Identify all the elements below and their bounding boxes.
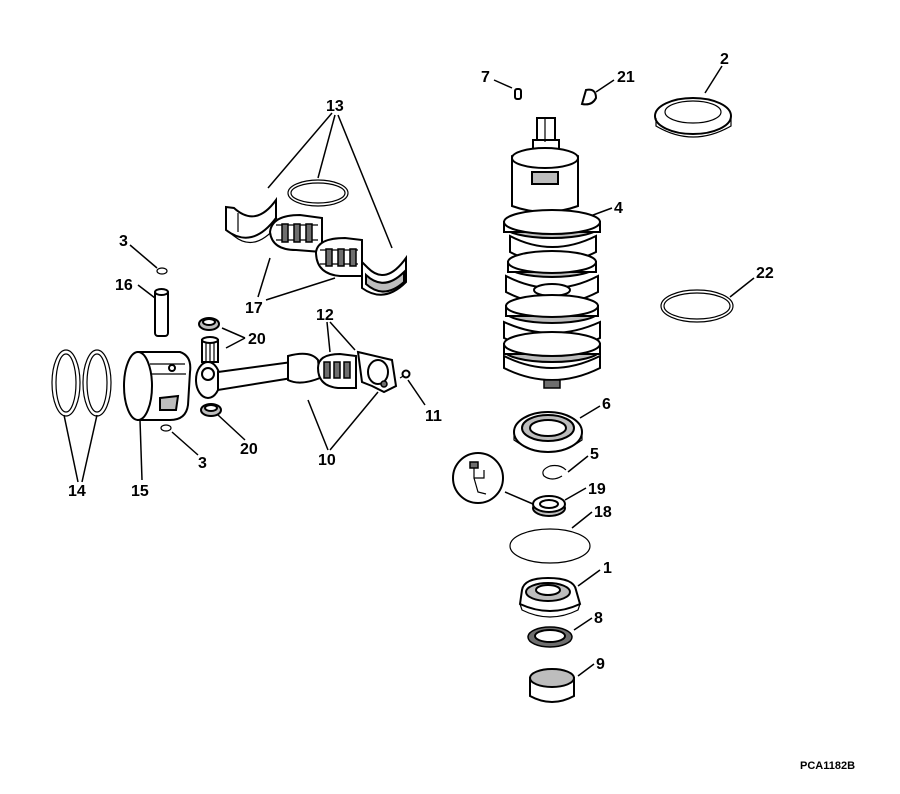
callout-12: 12: [316, 307, 334, 324]
lower-needle-bearing: [532, 495, 566, 517]
callout-3-bottom: 3: [198, 455, 207, 472]
flywheel-key: [580, 88, 598, 106]
callout-5: 5: [590, 446, 599, 463]
callout-1: 1: [603, 560, 612, 577]
callout-3-top: 3: [119, 233, 128, 250]
callout-10: 10: [318, 452, 336, 469]
needle-bearing-cage-b: [314, 236, 363, 277]
callout-17: 17: [245, 300, 263, 317]
woodruff-key: [514, 88, 522, 100]
rod-needle-cage: [316, 352, 357, 389]
bearing-housing: [518, 576, 582, 618]
callout-18: 18: [594, 504, 612, 521]
wrist-pin: [154, 288, 169, 337]
callout-13: 13: [326, 98, 344, 115]
o-ring-large: [660, 289, 734, 323]
crankshaft-seal-top: [654, 97, 732, 138]
callout-14: 14: [68, 483, 86, 500]
retaining-ring: [287, 179, 349, 207]
lower-seal: [527, 626, 573, 648]
bearing-half-right: [361, 254, 407, 296]
o-ring-lower: [509, 528, 591, 564]
drawing-code: PCA1182B: [800, 760, 855, 772]
needle-bearing-cage-a: [268, 213, 323, 254]
thrust-washer-bottom: [200, 403, 222, 417]
callout-9: 9: [596, 656, 605, 673]
callout-21: 21: [617, 69, 635, 86]
callout-4: 4: [614, 200, 623, 217]
callout-8: 8: [594, 610, 603, 627]
wrist-pin-clip-top: [156, 267, 168, 275]
special-tool-icon: [452, 452, 504, 504]
piston-rings: [51, 349, 112, 417]
callout-7: 7: [481, 69, 490, 86]
piston: [123, 351, 192, 421]
callout-6: 6: [602, 396, 611, 413]
wrist-pin-needle-bearing: [201, 336, 219, 363]
callout-labels: 13 3 16 17 12 20 11 20 10 3 14 15 7 21 2…: [68, 51, 855, 772]
connecting-rod: [195, 352, 322, 399]
wrist-pin-clip-bottom: [160, 424, 172, 432]
rod-bolt: [399, 369, 411, 379]
callout-16: 16: [115, 277, 133, 294]
callout-20-top: 20: [248, 331, 266, 348]
sleeve: [529, 668, 575, 703]
callout-20-bottom: 20: [240, 441, 258, 458]
callout-11: 11: [425, 408, 442, 425]
snap-ring: [542, 464, 567, 480]
crankshaft: [503, 117, 601, 389]
callout-19: 19: [588, 481, 606, 498]
callout-22: 22: [756, 265, 774, 282]
rod-cap: [356, 350, 398, 394]
callout-15: 15: [131, 483, 149, 500]
lower-ball-bearing: [513, 411, 583, 453]
callout-2: 2: [720, 51, 729, 68]
thrust-washer-top: [198, 317, 220, 331]
